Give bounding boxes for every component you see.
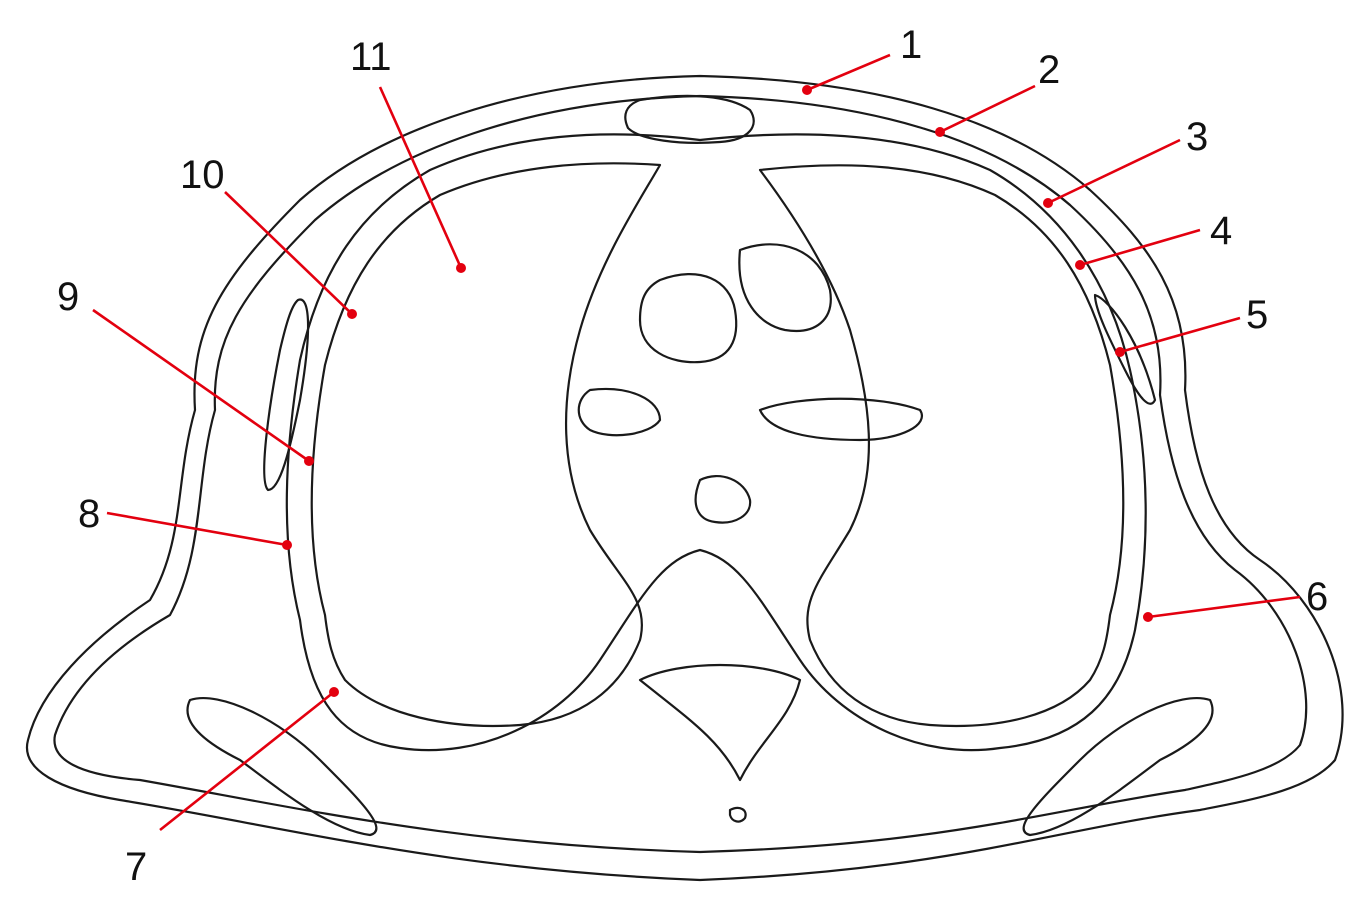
callout-number-4: 4: [1210, 209, 1232, 253]
spinal-cord-outline: [730, 808, 746, 822]
right-lung-outline: [312, 163, 660, 726]
callout-number-3: 3: [1186, 115, 1208, 159]
leader-dots: [282, 85, 1153, 697]
bronchus-outline: [579, 389, 660, 435]
leader-dot-7: [329, 687, 339, 697]
callout-number-11: 11: [350, 35, 392, 79]
pleural-wall-outline: [287, 134, 1146, 750]
leader-line-1: [807, 55, 890, 90]
leader-dot-2: [935, 127, 945, 137]
right-scapula-outline: [187, 698, 376, 835]
leader-dot-11: [456, 263, 466, 273]
callout-number-5: 5: [1246, 293, 1268, 337]
leader-dot-5: [1115, 347, 1125, 357]
callout-number-10: 10: [180, 153, 225, 197]
callout-number-7: 7: [125, 845, 147, 889]
leader-dot-3: [1043, 198, 1053, 208]
callout-number-1: 1: [900, 23, 922, 67]
callout-number-6: 6: [1306, 575, 1328, 619]
leader-dot-6: [1143, 612, 1153, 622]
callout-number-8: 8: [78, 492, 100, 536]
vertebral-body-outline: [640, 665, 800, 780]
left-lung-outline: [760, 165, 1123, 726]
callout-number-2: 2: [1038, 48, 1060, 92]
callout-number-9: 9: [57, 275, 79, 319]
leader-dot-4: [1075, 260, 1085, 270]
leader-line-4: [1080, 230, 1200, 265]
trachea-outline: [696, 476, 751, 522]
leader-line-9: [93, 310, 309, 461]
leader-dot-9: [304, 456, 314, 466]
heart-outline: [640, 274, 736, 362]
leader-dot-1: [802, 85, 812, 95]
pulmonary-vessel-outline: [760, 399, 922, 440]
leader-line-11: [380, 87, 461, 268]
right-pectoral-outline: [264, 300, 308, 490]
leader-dot-10: [347, 309, 357, 319]
leader-dot-8: [282, 540, 292, 550]
leader-line-2: [940, 86, 1035, 132]
leader-lines: [93, 55, 1300, 830]
